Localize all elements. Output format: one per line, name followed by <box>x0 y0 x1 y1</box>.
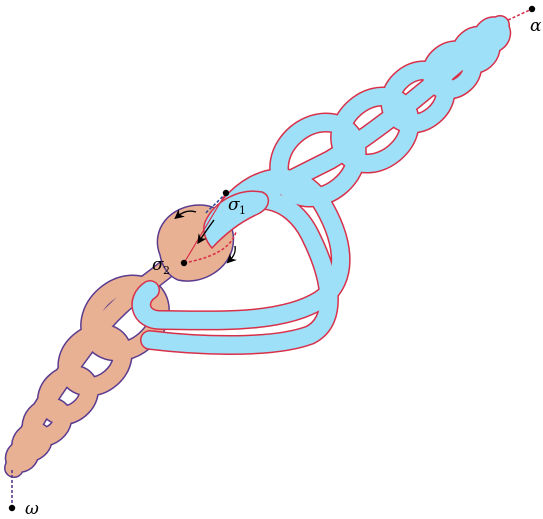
point-omega <box>9 505 15 511</box>
point-sigma2 <box>181 260 187 266</box>
label-sigma2-sub: 2 <box>163 264 170 277</box>
label-omega: ω <box>25 499 39 519</box>
blue-band <box>141 22 505 345</box>
point-alpha <box>529 6 535 12</box>
label-sigma1-sub: 1 <box>239 204 246 217</box>
dash-top-right <box>508 9 532 20</box>
label-alpha: α <box>530 16 542 36</box>
